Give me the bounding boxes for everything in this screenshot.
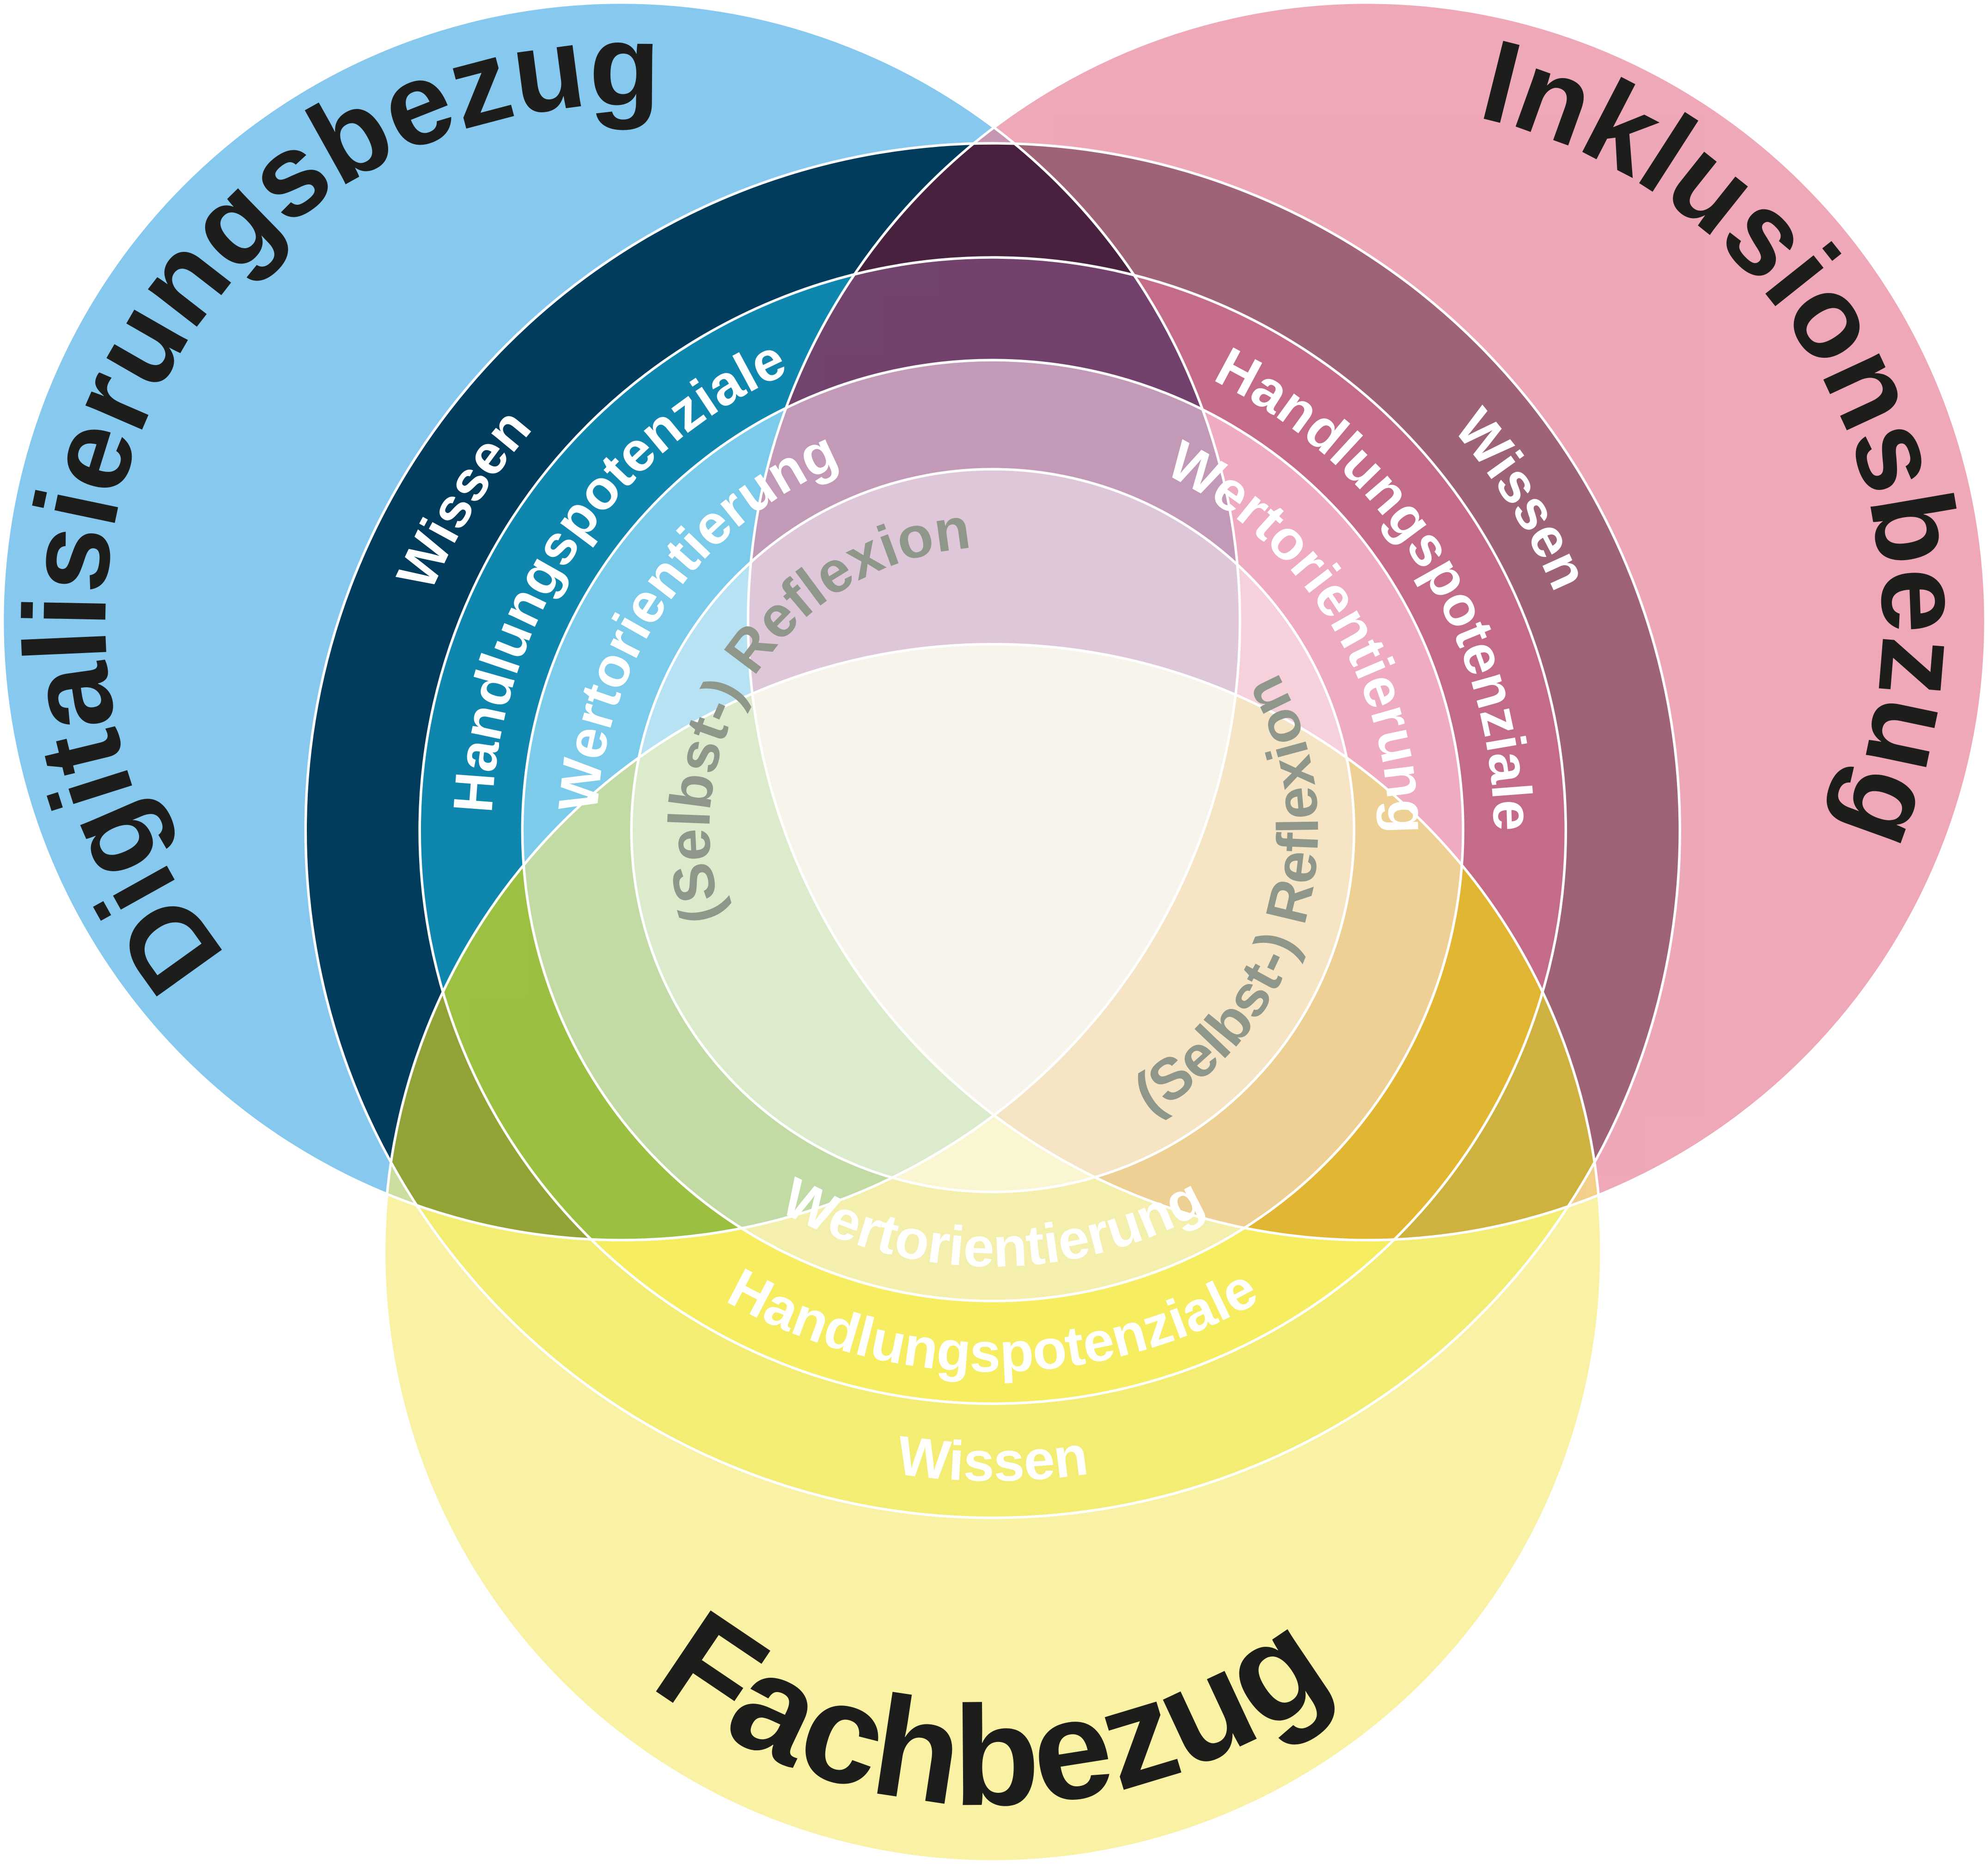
fach-wissen-label: Wissen [894,1424,1091,1493]
inklusion-outline [747,1,1987,1241]
ring-outline-1 [418,256,1567,1405]
fach-outline [383,642,1603,1863]
ring-outline-2 [521,359,1464,1302]
ring-outline-3 [630,468,1355,1193]
ring-outline-0 [304,142,1681,1519]
digital-outline [1,1,1241,1241]
fach-wissen-label-text: Wissen [894,1424,1091,1493]
